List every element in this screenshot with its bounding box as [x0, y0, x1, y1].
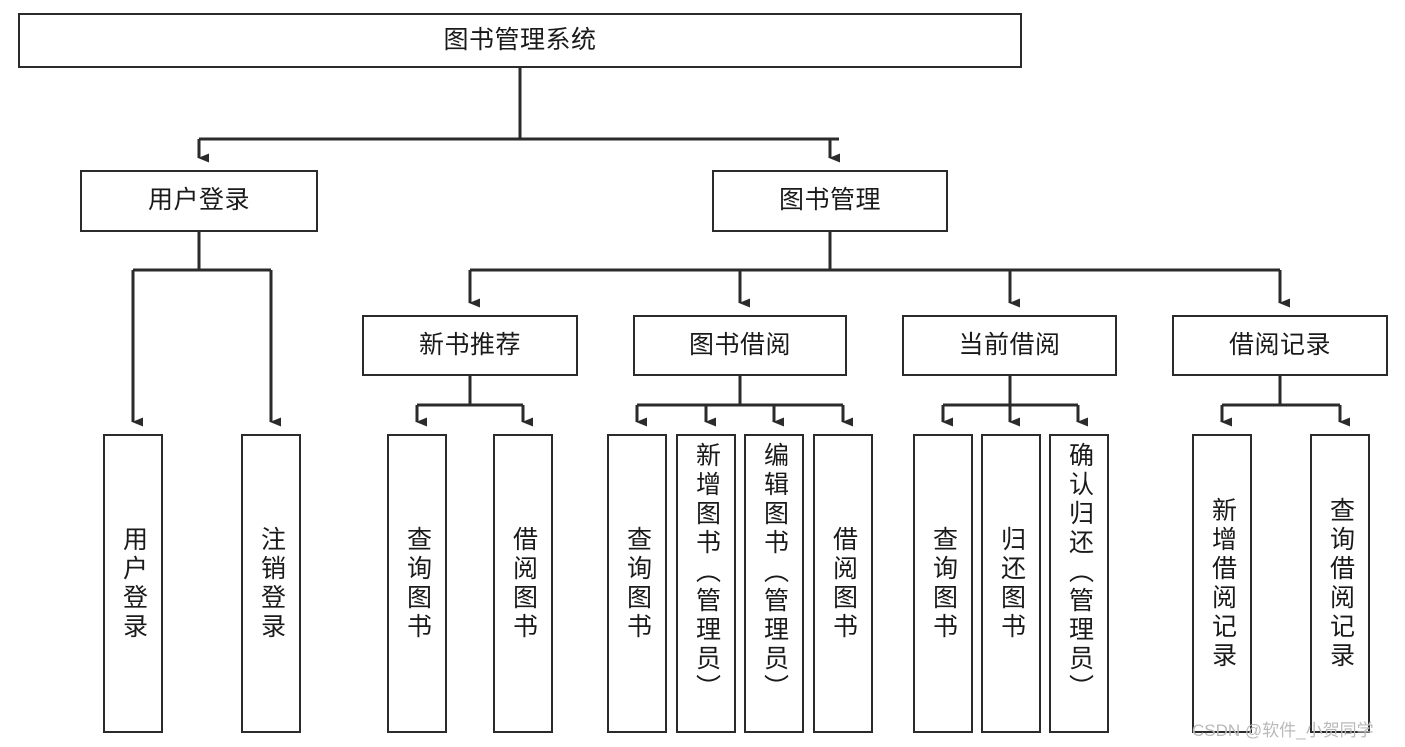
node-book-management[interactable]: 图书管理	[712, 170, 948, 232]
node-label: 新增借阅记录	[1208, 496, 1237, 671]
node-label: 图书管理	[778, 186, 881, 215]
node-label: 注销登录	[257, 525, 286, 642]
leaf-edit-book-admin[interactable]: 编辑图书（管理员）	[744, 434, 804, 733]
node-label: 编辑图书（管理员）	[760, 442, 789, 703]
leaf-add-book-admin[interactable]: 新增图书（管理员）	[676, 434, 736, 733]
node-label: 借阅记录	[1228, 330, 1331, 359]
node-label: 新书推荐	[418, 330, 521, 359]
node-book-borrow[interactable]: 图书借阅	[633, 315, 847, 376]
leaf-confirm-return-admin[interactable]: 确认归还（管理员）	[1049, 434, 1109, 733]
node-label: 新增图书（管理员）	[692, 442, 721, 703]
leaf-query-book-current[interactable]: 查询图书	[913, 434, 973, 733]
leaf-return-book[interactable]: 归还图书	[981, 434, 1041, 733]
node-label: 图书管理系统	[443, 25, 597, 54]
node-label: 查询图书	[929, 525, 958, 642]
node-label: 归还图书	[997, 525, 1026, 642]
node-label: 确认归还（管理员）	[1065, 442, 1094, 703]
csdn-watermark: CSDN @软件_小贺同学	[1192, 721, 1374, 740]
node-current-borrow[interactable]: 当前借阅	[902, 315, 1117, 376]
leaf-user-logout[interactable]: 注销登录	[241, 434, 301, 733]
leaf-borrow-book-borrow[interactable]: 借阅图书	[813, 434, 873, 733]
node-label: 查询图书	[403, 525, 432, 642]
node-label: 借阅图书	[829, 525, 858, 642]
node-root-system[interactable]: 图书管理系统	[18, 13, 1022, 68]
node-label: 查询借阅记录	[1326, 496, 1355, 671]
node-label: 用户登录	[147, 186, 250, 215]
node-label: 用户登录	[119, 525, 148, 642]
node-label: 查询图书	[623, 525, 652, 642]
node-new-book-recommend[interactable]: 新书推荐	[362, 315, 578, 376]
leaf-query-book-borrow[interactable]: 查询图书	[607, 434, 667, 733]
leaf-query-book-newbook[interactable]: 查询图书	[387, 434, 447, 733]
node-borrow-records[interactable]: 借阅记录	[1172, 315, 1388, 376]
leaf-user-login[interactable]: 用户登录	[103, 434, 163, 733]
node-label: 图书借阅	[688, 330, 791, 359]
leaf-borrow-book-newbook[interactable]: 借阅图书	[493, 434, 553, 733]
node-user-login[interactable]: 用户登录	[80, 170, 318, 232]
node-label: 当前借阅	[958, 330, 1061, 359]
leaf-add-borrow-record[interactable]: 新增借阅记录	[1192, 434, 1252, 733]
node-label: 借阅图书	[509, 525, 538, 642]
leaf-query-borrow-record[interactable]: 查询借阅记录	[1310, 434, 1370, 733]
